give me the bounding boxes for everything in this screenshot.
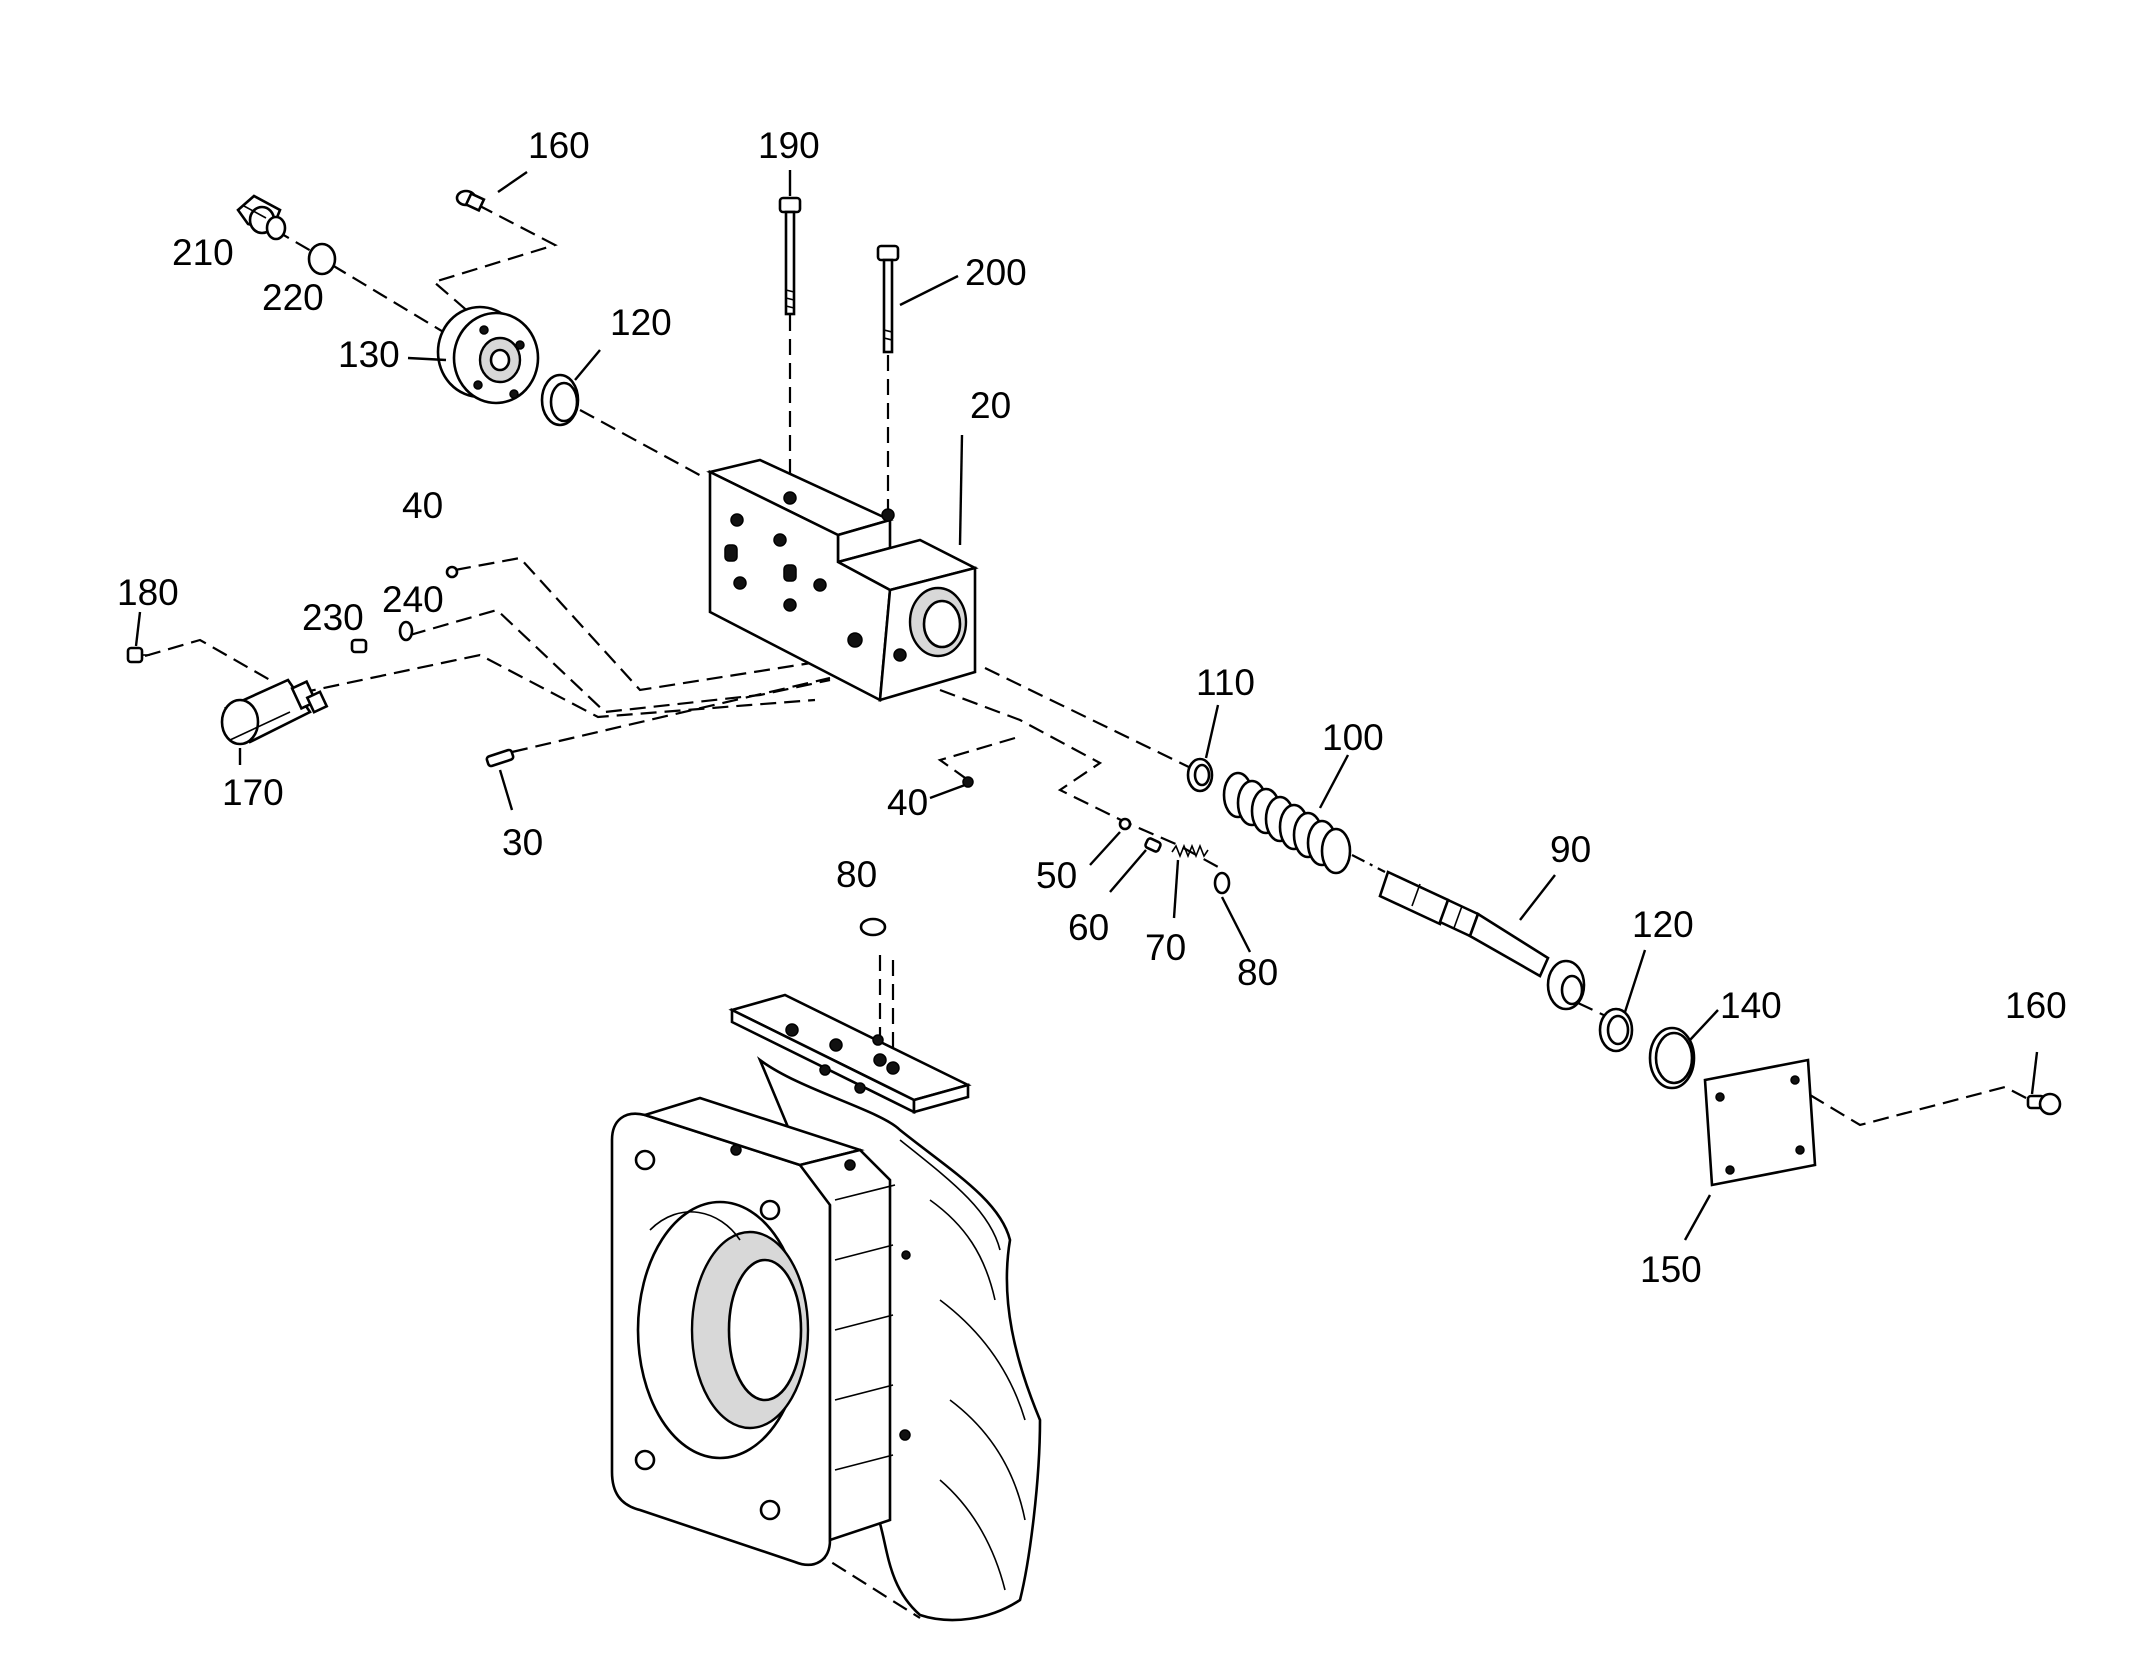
oring-220 (307, 242, 337, 276)
callout-70: 70 (1145, 927, 1186, 968)
cover-plate-150 (1703, 1058, 1817, 1187)
callout-140: 140 (1720, 985, 1782, 1026)
seal-120-bottom (1598, 1007, 1634, 1053)
oring-240 (398, 620, 414, 642)
oring-80-right (1213, 871, 1231, 895)
callout-90: 90 (1550, 829, 1591, 870)
pin-30 (485, 748, 515, 768)
ball-40-bottom (962, 776, 974, 788)
ball-40-top (445, 565, 459, 579)
callout-230: 230 (302, 597, 364, 638)
callout-50: 50 (1036, 855, 1077, 896)
ring-110 (1186, 757, 1214, 793)
plug-60 (1144, 837, 1162, 853)
leader-lines (134, 170, 2039, 1241)
solenoid-170 (220, 678, 329, 746)
callout-220: 220 (262, 277, 324, 318)
callout-120-bottom: 120 (1632, 904, 1694, 945)
bolt-200 (876, 244, 900, 354)
plug-230 (350, 638, 368, 654)
callout-160-right: 160 (2005, 985, 2067, 1026)
callout-180: 180 (117, 572, 179, 613)
callout-170: 170 (222, 772, 284, 813)
callout-120-top: 120 (610, 302, 672, 343)
callout-240: 240 (382, 579, 444, 620)
callout-100: 100 (1322, 717, 1384, 758)
housing (610, 993, 1042, 1622)
spool-90 (1378, 870, 1586, 1011)
spring-100 (1222, 771, 1352, 875)
callout-60: 60 (1068, 907, 1109, 948)
callout-20: 20 (970, 385, 1011, 426)
callout-40-top: 40 (402, 485, 443, 526)
ball-50 (1118, 817, 1132, 831)
cover-130 (436, 305, 540, 405)
screw-160-top (455, 189, 486, 213)
callout-160-top: 160 (528, 125, 590, 166)
callout-80-right: 80 (1237, 952, 1278, 993)
callout-190: 190 (758, 125, 820, 166)
spring-70 (1171, 843, 1209, 859)
callout-130: 130 (338, 334, 400, 375)
screw-160-right (2026, 1092, 2062, 1116)
callout-200: 200 (965, 252, 1027, 293)
ring-140 (1648, 1026, 1696, 1090)
bolt-190 (778, 196, 802, 316)
callout-80-top: 80 (836, 854, 877, 895)
callout-110: 110 (1196, 662, 1255, 703)
callout-40-bottom: 40 (887, 782, 928, 823)
callout-150: 150 (1640, 1249, 1702, 1290)
seal-120-top (540, 373, 580, 427)
screw-180 (126, 646, 150, 664)
valve-block-20 (706, 458, 979, 703)
oring-80-top (859, 917, 887, 937)
callout-30: 30 (502, 822, 543, 863)
callout-210: 210 (172, 232, 234, 273)
callout-labels: 160 190 210 220 200 120 130 20 40 180 23… (117, 125, 2067, 1290)
fitting-210 (236, 194, 287, 241)
